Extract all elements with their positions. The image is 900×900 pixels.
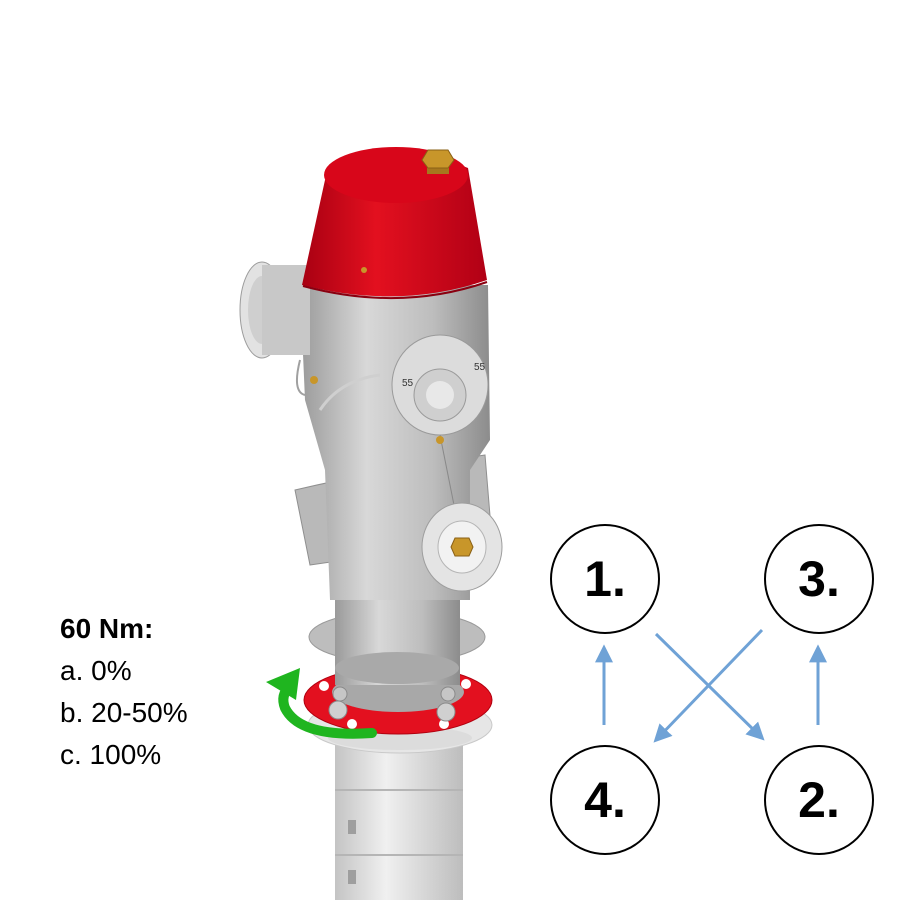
left-outlet xyxy=(239,261,318,396)
operating-nut xyxy=(421,149,455,174)
torque-step-b: b. 20-50% xyxy=(60,697,188,728)
bolt-step-3-label: 3. xyxy=(798,551,840,607)
right-outlet: 55 55 xyxy=(391,334,489,506)
bolt-step-2: 2. xyxy=(764,745,874,855)
bolt-step-1-label: 1. xyxy=(584,551,626,607)
lower-pipe xyxy=(335,735,463,900)
bolt-step-3: 3. xyxy=(764,524,874,634)
bolt-step-4: 4. xyxy=(550,745,660,855)
torque-step-a: a. 0% xyxy=(60,655,132,686)
outlet-mark-left: 55 xyxy=(402,378,414,389)
bolt-step-4-label: 4. xyxy=(584,772,626,828)
bolt-step-1: 1. xyxy=(550,524,660,634)
torque-title: 60 Nm: xyxy=(60,613,154,644)
torque-step-c: c. 100% xyxy=(60,739,162,770)
outlet-cap xyxy=(421,502,503,592)
torque-instructions: 60 Nm: a. 0% b. 20-50% c. 100% xyxy=(60,612,188,776)
outlet-mark-right: 55 xyxy=(474,362,486,373)
bolt-step-2-label: 2. xyxy=(798,772,840,828)
hydrant-lower-body xyxy=(308,600,486,685)
green-curved-arrow-icon xyxy=(266,668,377,739)
red-top-cap xyxy=(302,147,488,299)
